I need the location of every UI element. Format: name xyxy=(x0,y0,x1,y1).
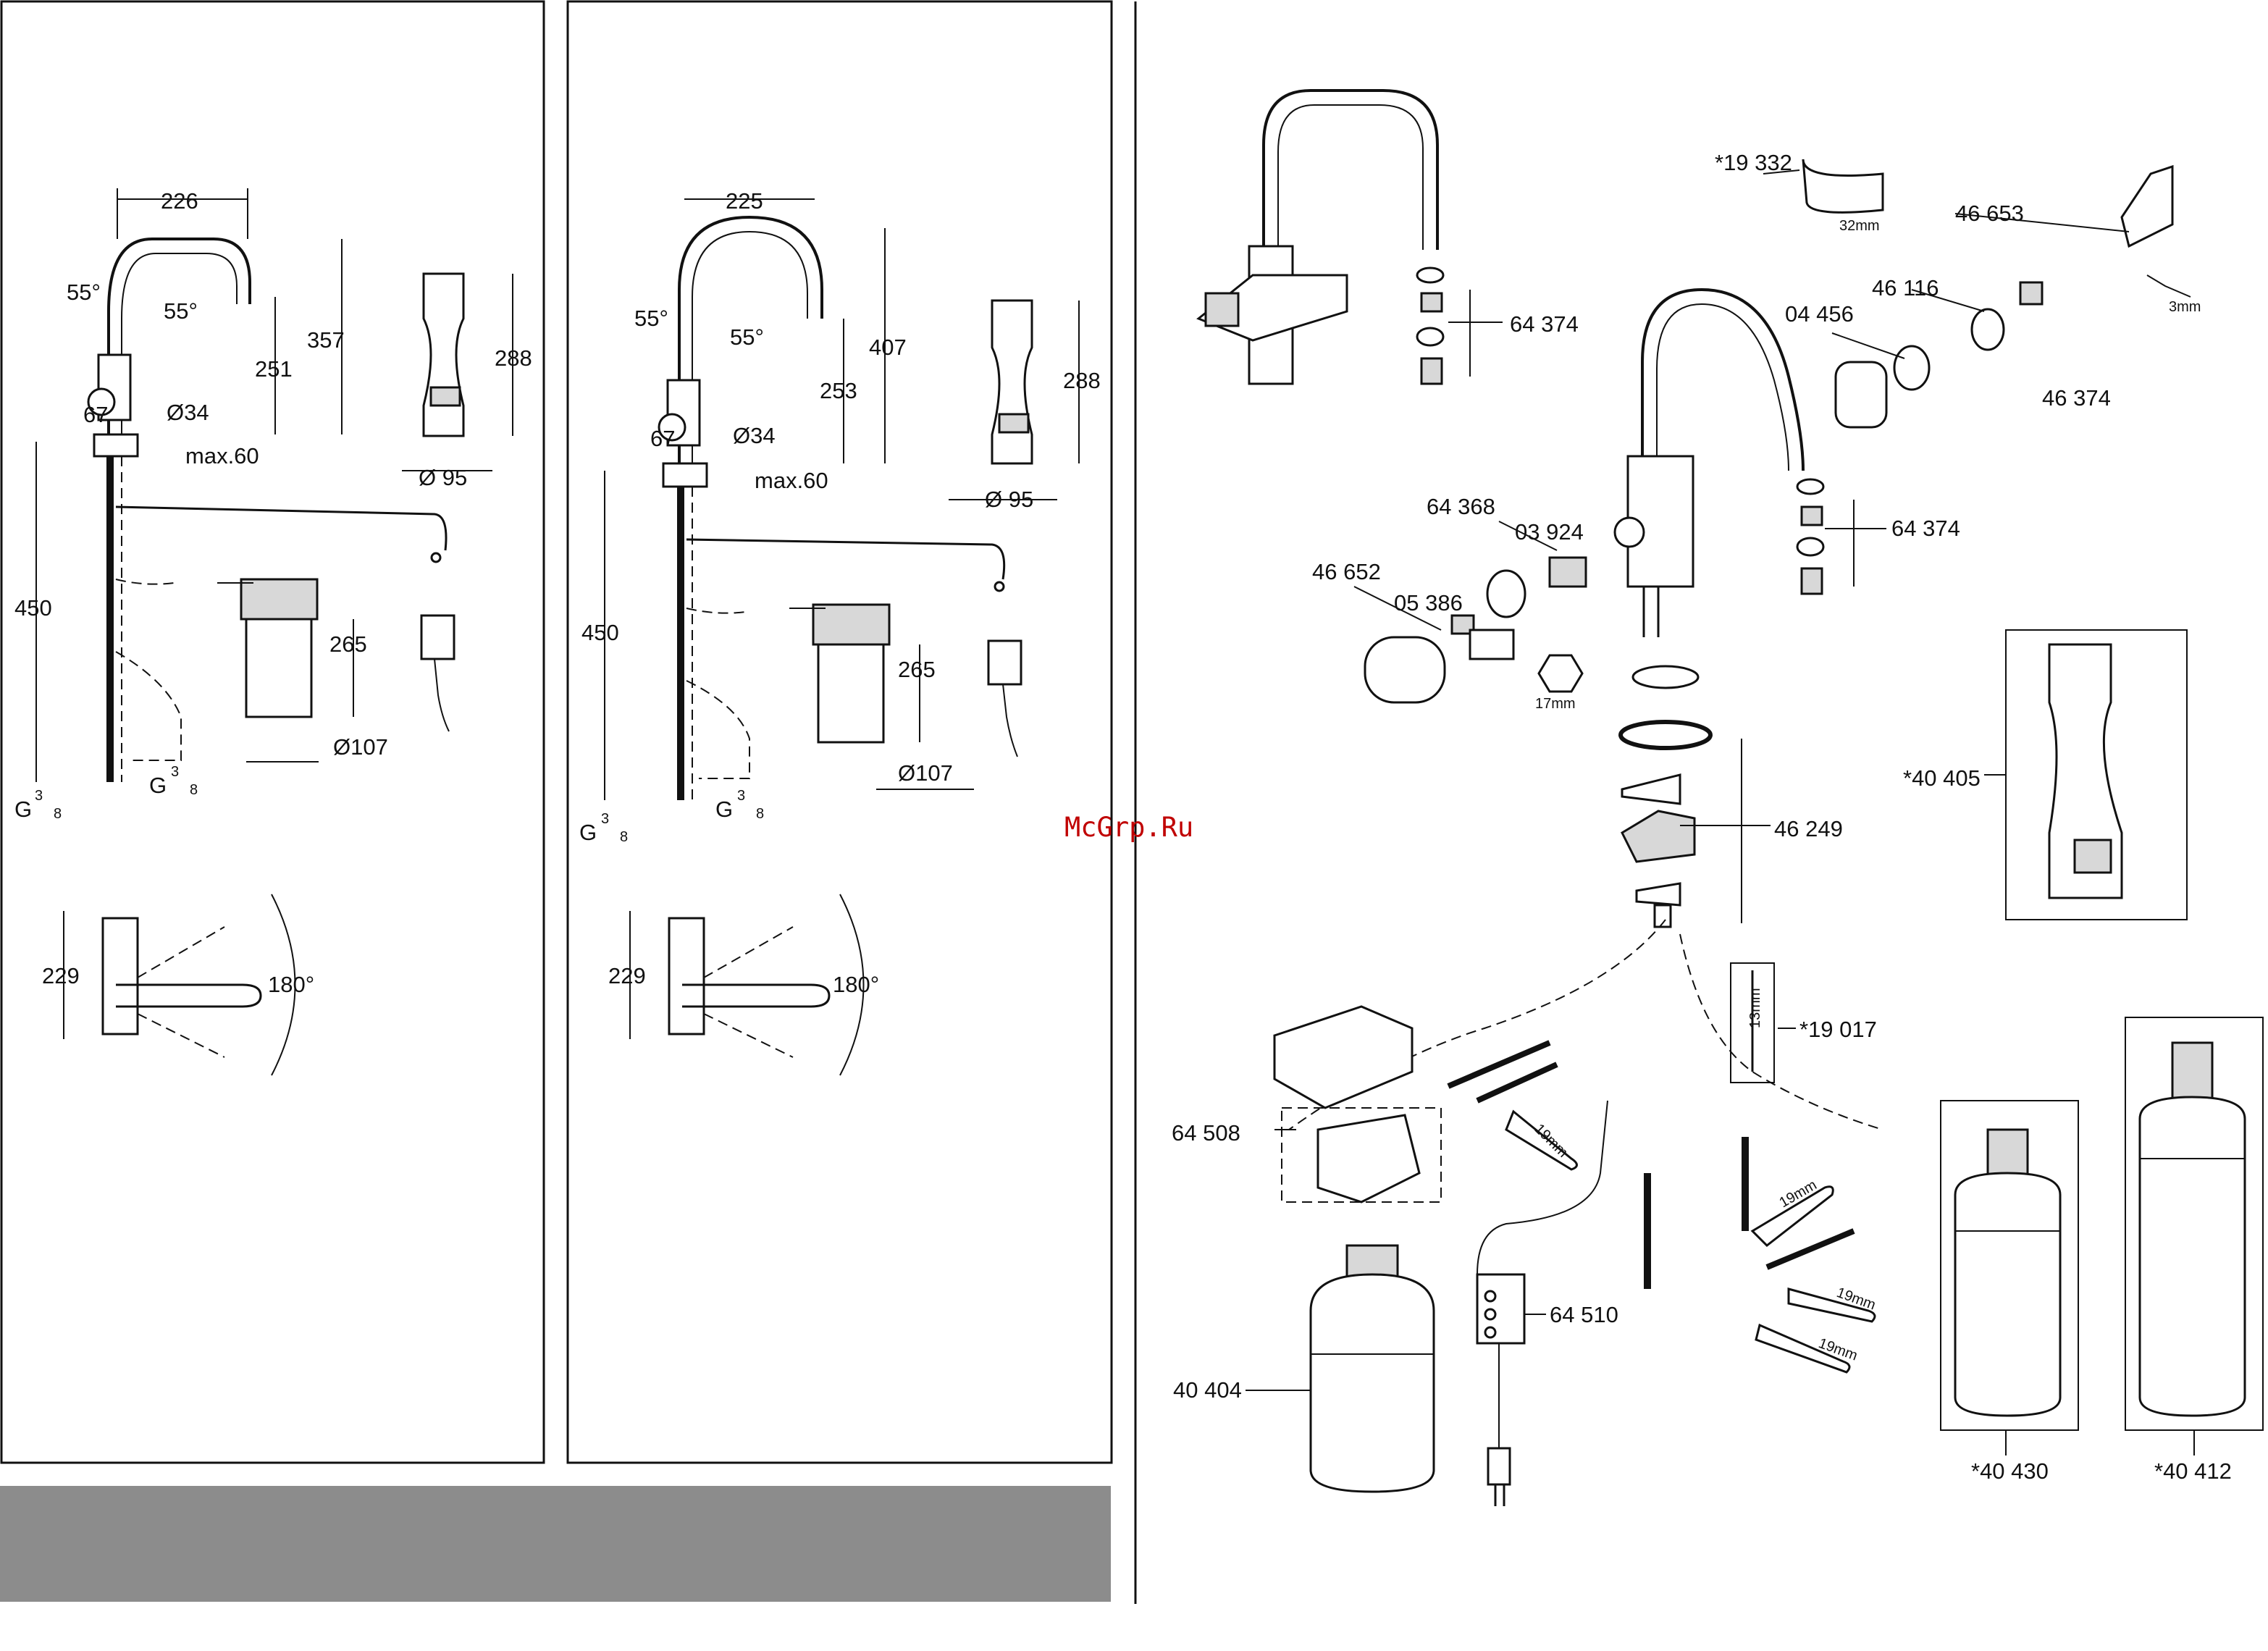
part-40405: *40 405 xyxy=(1903,765,1981,791)
left-dimension-lines xyxy=(35,188,513,1039)
middle-top-view xyxy=(668,894,865,1076)
dim-thread-b-num: 3 xyxy=(171,764,179,780)
part-46249: 46 249 xyxy=(1774,816,1843,841)
middle-filter xyxy=(789,603,891,744)
left-top-view xyxy=(101,894,296,1076)
part-40430: *40 430 xyxy=(1971,1458,2049,1484)
dim-filter-height-2: 265 xyxy=(898,657,936,682)
part-64368: 64 368 xyxy=(1427,494,1495,519)
part-13mm: 13mm xyxy=(1747,988,1763,1028)
exploded-aerator-set-right xyxy=(1796,478,1825,595)
panel-middle-frame xyxy=(566,0,1113,1464)
exploded-tool-19017 xyxy=(1730,962,1775,1083)
part-64510: 64 510 xyxy=(1550,1302,1618,1327)
dim-angle-left-2: 55° xyxy=(634,306,668,331)
exploded-wrenches xyxy=(1505,1109,1876,1374)
dim-thread-b-den-2: 8 xyxy=(756,806,764,822)
exploded-mounting-set xyxy=(1618,665,1713,928)
dim-filter-diameter-2: Ø107 xyxy=(898,760,953,786)
leader-lines xyxy=(1246,169,2195,1455)
dim-height-total: 357 xyxy=(307,327,345,353)
dim-max-deck-2: max.60 xyxy=(755,468,828,493)
dim-filter-height: 265 xyxy=(329,631,367,657)
part-64374-top: 64 374 xyxy=(1510,311,1579,337)
dim-thread-b-den: 8 xyxy=(190,782,198,798)
dim-offset-2: 67 xyxy=(650,426,675,451)
exploded-filter-40430 xyxy=(1940,1100,2079,1431)
part-19332: *19 332 xyxy=(1715,150,1792,175)
dim-bore: Ø34 xyxy=(167,400,209,425)
dim-handset-height-2: 288 xyxy=(1063,368,1101,393)
part-3mm: 3mm xyxy=(2169,299,2201,315)
watermark: McGrp.Ru xyxy=(1064,812,1193,843)
dim-height-spout-2: 253 xyxy=(820,378,857,403)
exploded-filter-40412 xyxy=(2125,1017,2264,1431)
dim-offset: 67 xyxy=(83,402,108,427)
part-40412: *40 412 xyxy=(2154,1458,2232,1484)
exploded-aerator-set-top xyxy=(1416,266,1445,385)
part-46652: 46 652 xyxy=(1312,559,1381,584)
exploded-small-faucet xyxy=(1196,89,1439,385)
exploded-handset-40405 xyxy=(2005,629,2188,920)
left-filter xyxy=(217,578,319,718)
part-46374: 46 374 xyxy=(2042,385,2111,411)
dim-hose-length-2: 450 xyxy=(581,620,619,645)
dim-thread-b-2: G xyxy=(715,797,733,822)
dim-handset-height: 288 xyxy=(495,345,532,371)
exploded-filter-head-64508 xyxy=(1273,1005,1442,1203)
part-05386: 05 386 xyxy=(1394,590,1463,616)
exploded-hoses xyxy=(1288,919,1883,1289)
exploded-control-box-64510 xyxy=(1476,1273,1526,1506)
panel-left-frame xyxy=(0,0,545,1464)
dim-thread-a-2: G xyxy=(579,820,597,845)
dim-swivel-angle-2: 180° xyxy=(833,972,879,997)
dim-max-deck: max.60 xyxy=(185,443,259,469)
dim-filter-diameter: Ø107 xyxy=(333,734,388,760)
part-32mm: 32mm xyxy=(1839,218,1880,234)
part-64374-right: 64 374 xyxy=(1891,516,1960,541)
exploded-side-handle xyxy=(1364,556,1587,704)
dim-spout-width: 226 xyxy=(161,188,198,214)
left-handset xyxy=(422,272,465,437)
dim-thread-a-den-2: 8 xyxy=(620,829,628,845)
dim-bore-2: Ø34 xyxy=(733,423,776,448)
dim-handset-diameter-2: Ø 95 xyxy=(985,487,1033,512)
middle-handset xyxy=(991,299,1033,465)
dim-swivel-angle: 180° xyxy=(268,972,314,997)
dim-thread-a-num-2: 3 xyxy=(601,811,609,827)
dim-swivel-depth: 229 xyxy=(42,963,80,988)
middle-dimension-lines xyxy=(604,198,1080,1039)
dim-hose-length: 450 xyxy=(14,595,52,621)
part-03924: 03 924 xyxy=(1515,519,1584,545)
left-faucet-elevation xyxy=(87,238,455,782)
dim-angle-right-2: 55° xyxy=(730,324,764,350)
part-17mm: 17mm xyxy=(1535,696,1576,712)
dim-thread-a-num: 3 xyxy=(35,788,43,804)
dim-angle-right: 55° xyxy=(164,298,198,324)
exploded-cartridge-parts xyxy=(1802,159,2191,429)
exploded-main-faucet xyxy=(1613,287,1805,637)
footer-grey-bar xyxy=(0,1486,1111,1602)
part-04456: 04 456 xyxy=(1785,301,1854,327)
exploded-filter-40404 xyxy=(1309,1244,1435,1493)
part-46116: 46 116 xyxy=(1872,275,1939,301)
dim-thread-a-den: 8 xyxy=(54,806,62,822)
dim-handset-diameter: Ø 95 xyxy=(419,465,467,490)
dim-height-total-2: 407 xyxy=(869,335,907,360)
dim-spout-width-2: 225 xyxy=(726,188,763,214)
dim-swivel-depth-2: 229 xyxy=(608,963,646,988)
part-46653: 46 653 xyxy=(1955,201,2024,226)
part-64508: 64 508 xyxy=(1172,1120,1240,1146)
dim-thread-b: G xyxy=(149,773,167,798)
dim-height-spout: 251 xyxy=(255,356,293,382)
part-19017: *19 017 xyxy=(1799,1017,1877,1042)
dim-angle-left: 55° xyxy=(67,280,101,305)
part-40404: 40 404 xyxy=(1173,1377,1242,1403)
middle-faucet-elevation xyxy=(658,215,1022,800)
dim-thread-b-num-2: 3 xyxy=(737,788,745,804)
dim-thread-a: G xyxy=(14,797,32,822)
